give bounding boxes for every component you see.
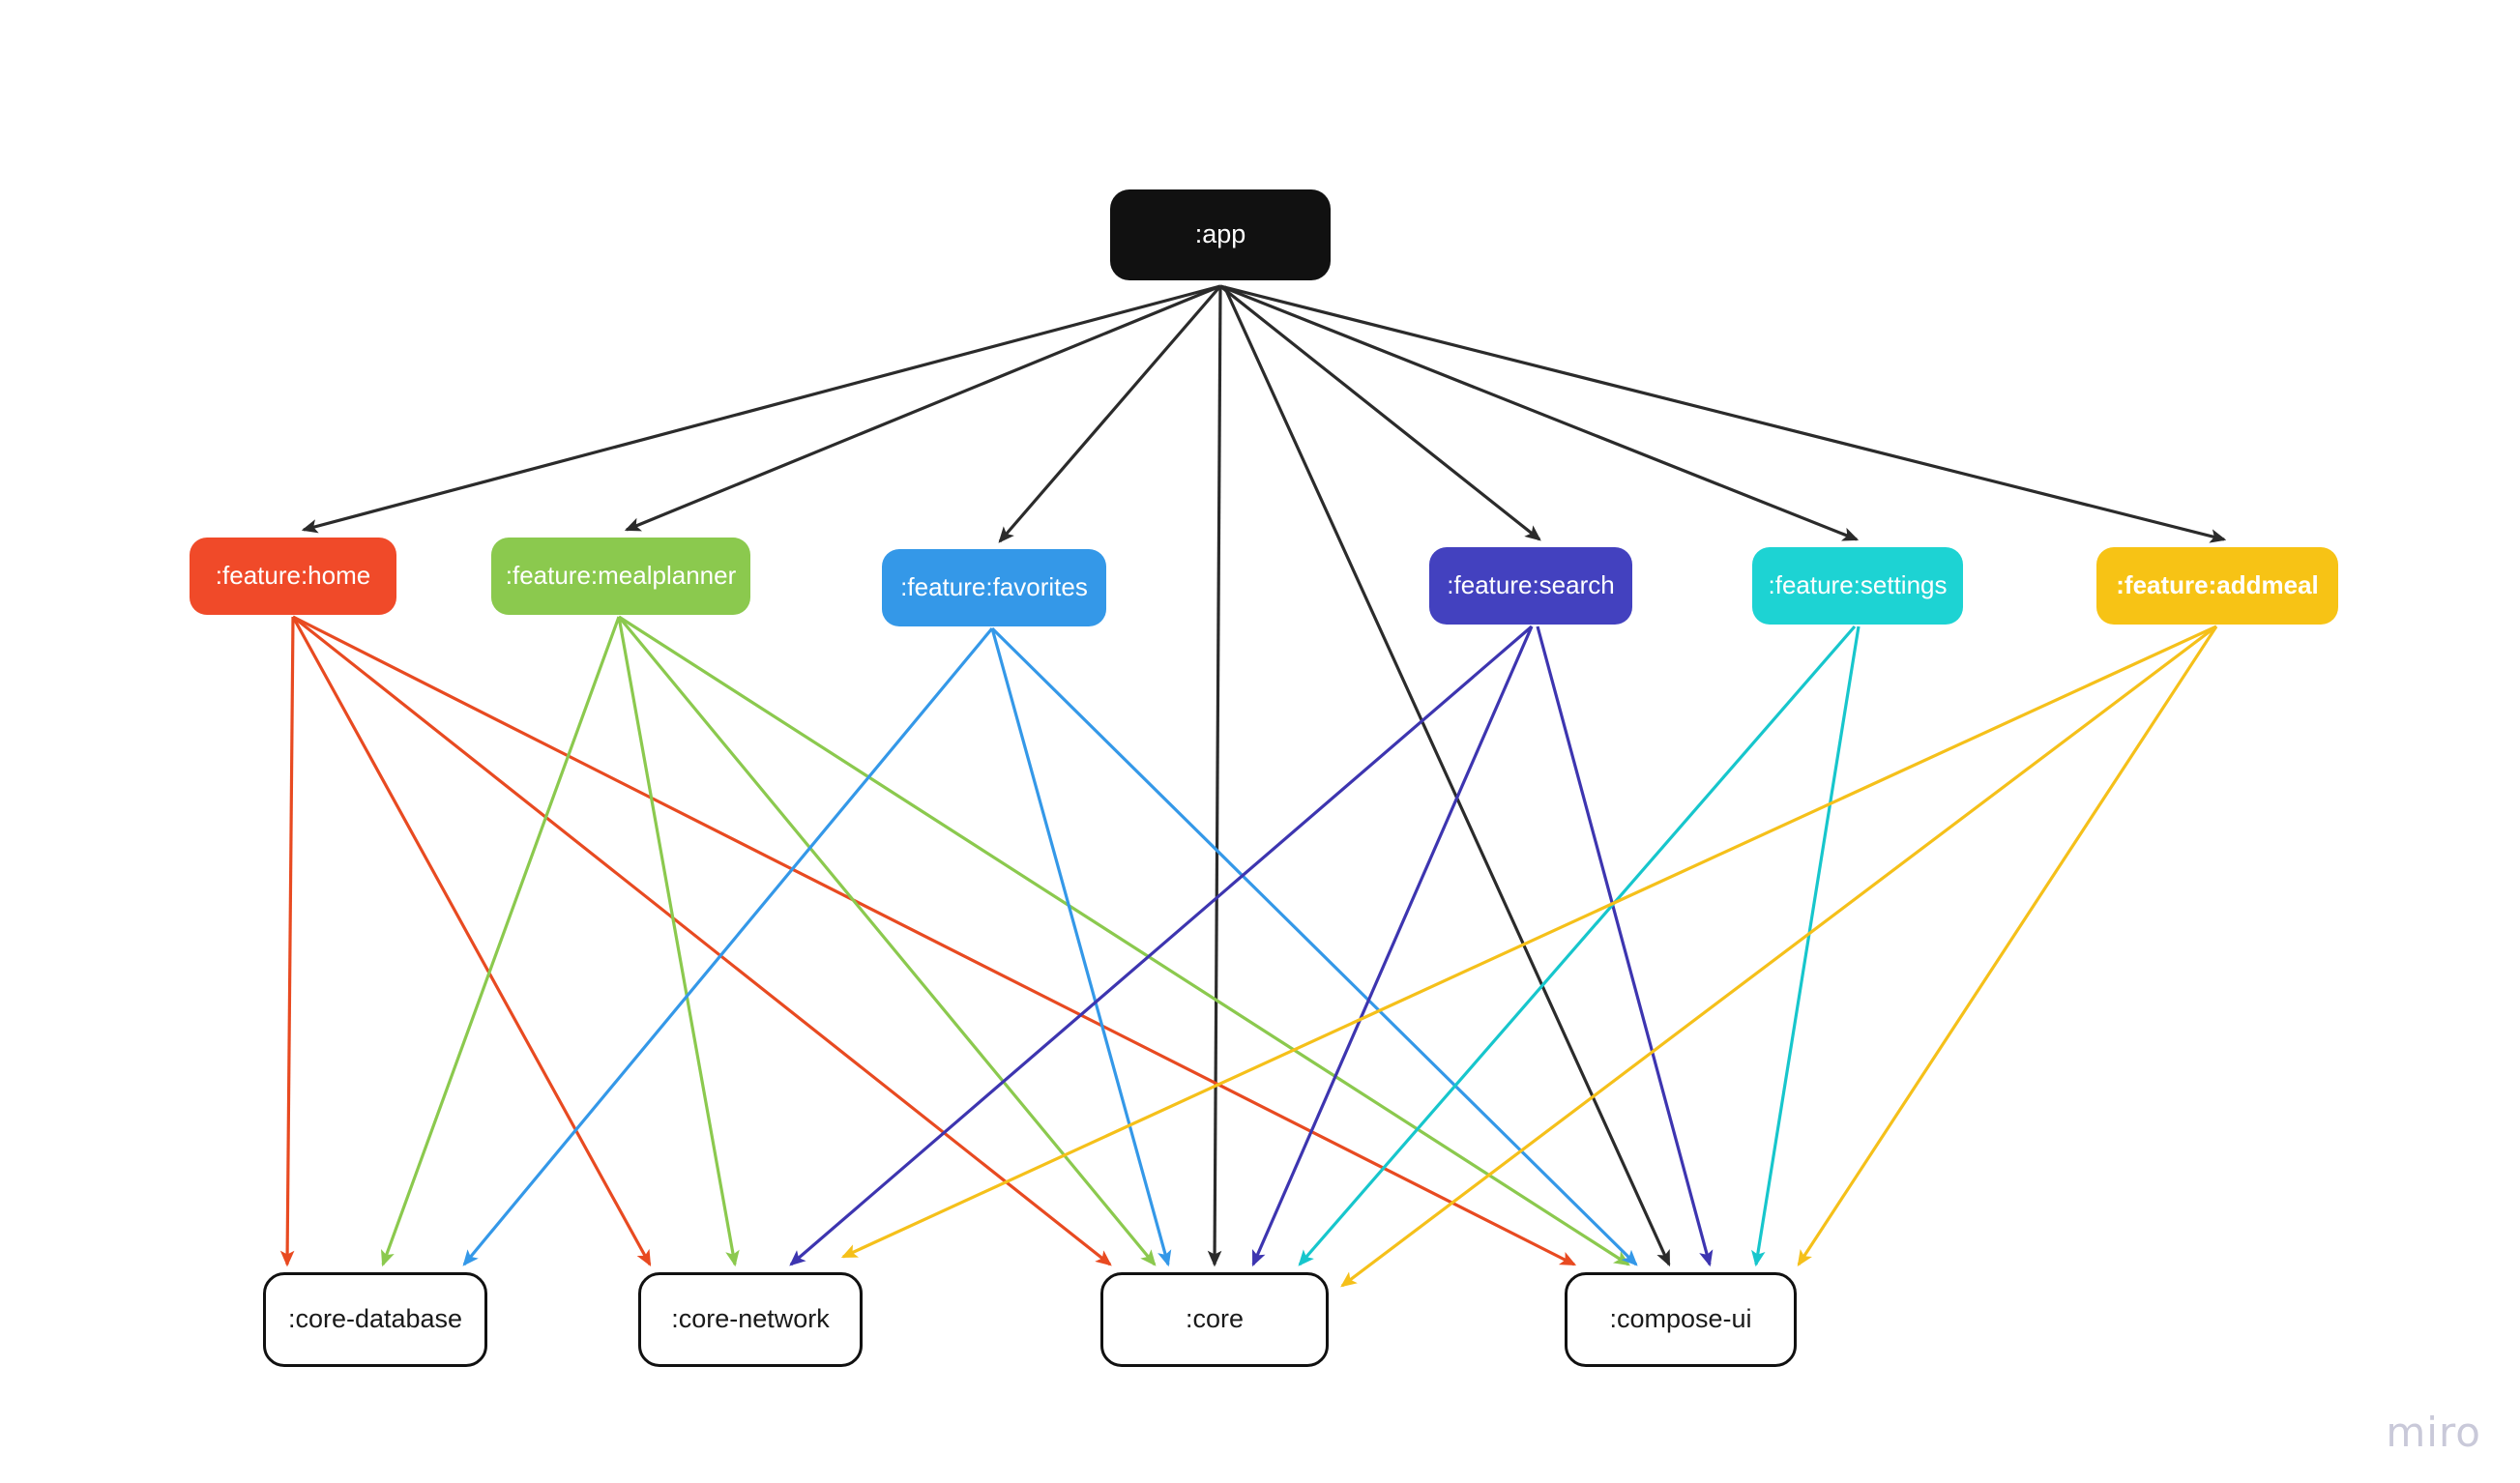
edge <box>279 616 295 1267</box>
edge <box>291 616 652 1267</box>
edge <box>1536 625 1714 1267</box>
node-core-network[interactable]: :core-network <box>638 1272 863 1367</box>
edge <box>617 615 1157 1266</box>
miro-watermark: miro <box>2386 1409 2481 1456</box>
edge <box>789 625 1534 1266</box>
edge <box>292 615 1577 1266</box>
node-settings[interactable]: :feature:settings <box>1752 547 1963 625</box>
node-search[interactable]: :feature:search <box>1429 547 1632 625</box>
node-favorites[interactable]: :feature:favorites <box>882 549 1106 626</box>
edge <box>998 284 1222 543</box>
edge <box>1797 625 2218 1266</box>
node-app[interactable]: :app <box>1110 189 1331 280</box>
edge <box>617 616 740 1267</box>
node-label: :compose-ui <box>1609 1304 1752 1334</box>
edge <box>990 626 1638 1266</box>
edge <box>1222 285 1671 1267</box>
edge <box>1207 285 1222 1267</box>
edge <box>1219 284 2227 543</box>
node-label: :core <box>1185 1304 1245 1334</box>
edge <box>1751 625 1861 1267</box>
edge <box>1251 625 1534 1267</box>
edge <box>462 626 994 1266</box>
node-label: :feature:favorites <box>900 572 1088 602</box>
edge <box>292 615 1112 1266</box>
node-label: :feature:home <box>215 561 371 591</box>
node-label: :feature:search <box>1447 570 1615 600</box>
edge <box>301 284 1221 534</box>
edge <box>618 615 1630 1266</box>
node-label: :feature:mealplanner <box>505 561 737 591</box>
node-label: :core-network <box>671 1304 830 1334</box>
node-label: :core-database <box>287 1304 463 1334</box>
edge <box>990 627 1172 1267</box>
node-core[interactable]: :core <box>1100 1272 1329 1367</box>
node-addmeal[interactable]: :feature:addmeal <box>2096 547 2338 625</box>
edge <box>1298 625 1857 1266</box>
node-core-database[interactable]: :core-database <box>263 1272 487 1367</box>
node-label: :feature:addmeal <box>2116 570 2319 600</box>
node-label: :app <box>1194 219 1246 249</box>
edge <box>1219 284 1860 541</box>
edge <box>1340 625 2217 1288</box>
node-mealplanner[interactable]: :feature:mealplanner <box>491 538 750 615</box>
edge <box>381 616 621 1267</box>
node-label: :feature:settings <box>1768 570 1948 600</box>
edge <box>1219 284 1541 541</box>
node-compose-ui[interactable]: :compose-ui <box>1565 1272 1797 1367</box>
edge <box>624 284 1221 532</box>
node-home[interactable]: :feature:home <box>190 538 396 615</box>
edge <box>840 625 2217 1259</box>
